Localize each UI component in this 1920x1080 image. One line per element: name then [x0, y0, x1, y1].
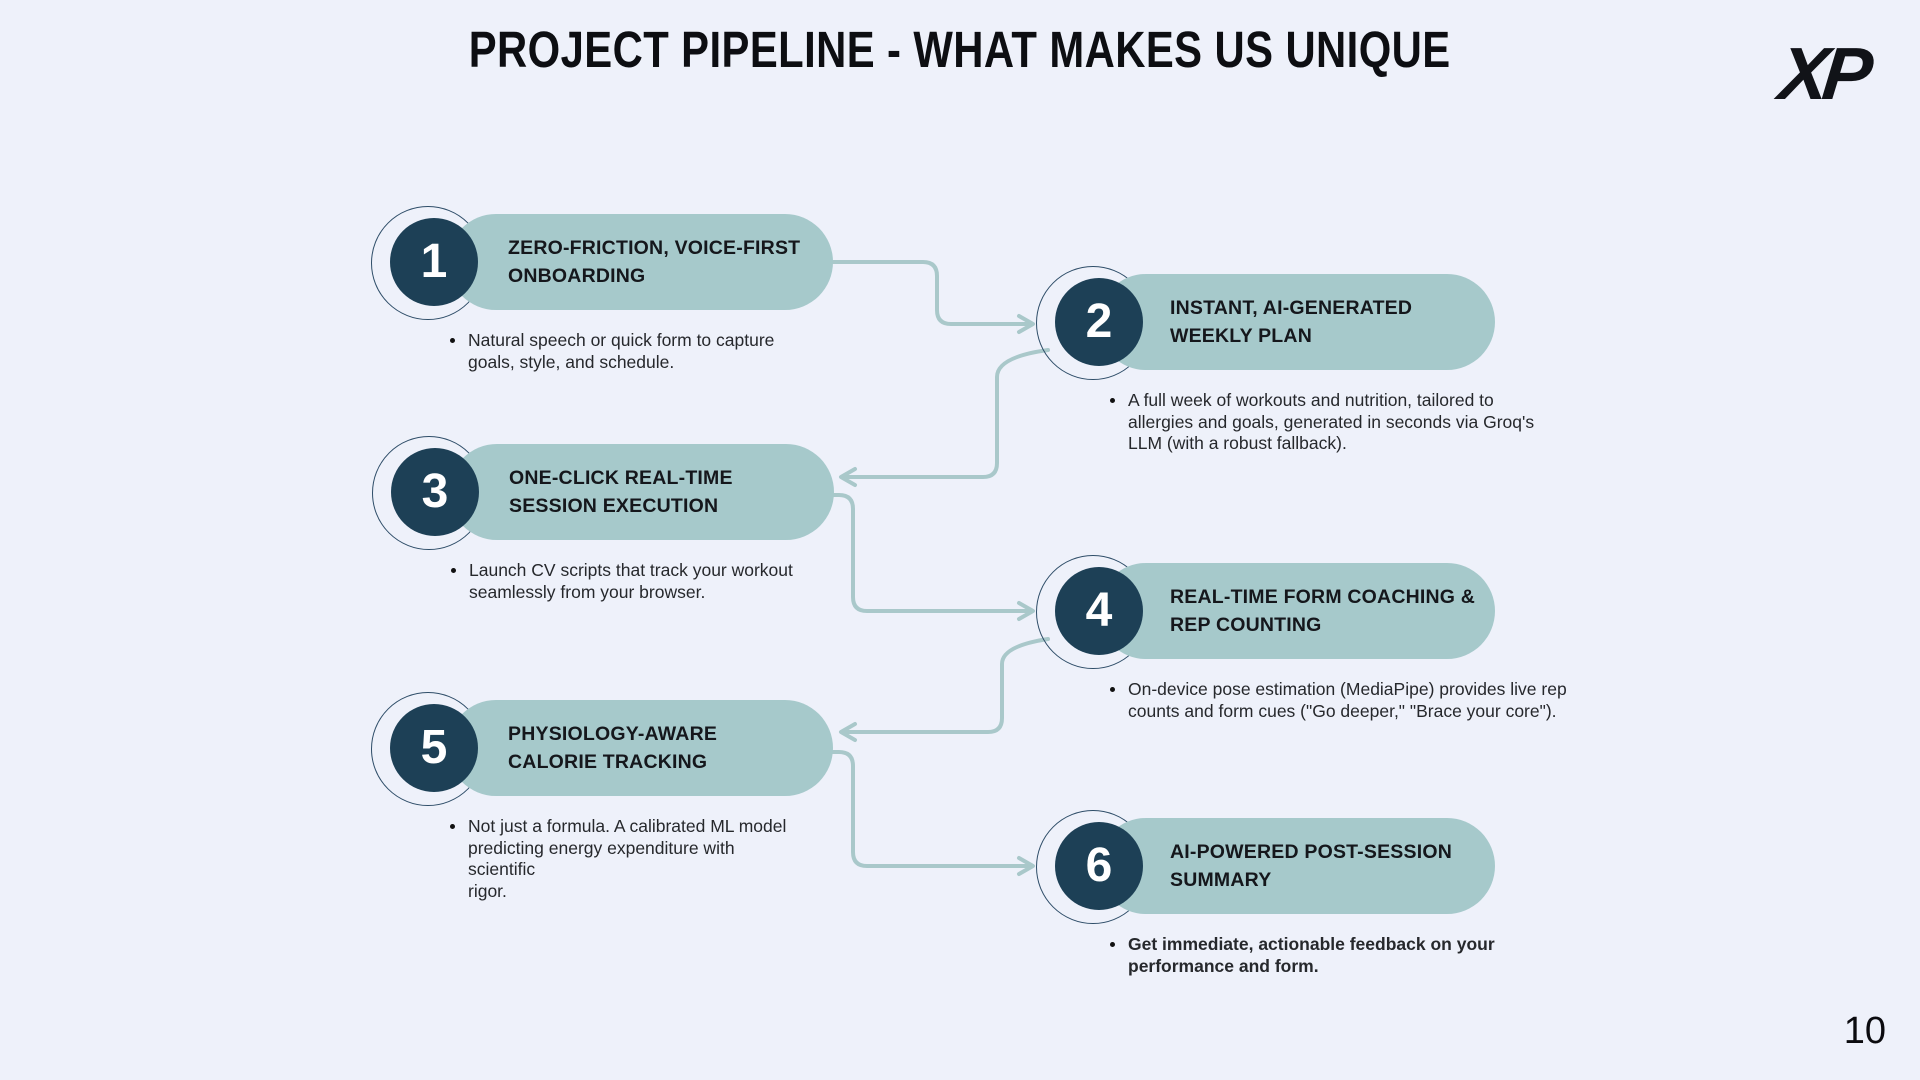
step-description: Not just a formula. A calibrated ML mode…: [450, 816, 795, 902]
page-title: PROJECT PIPELINE - WHAT MAKES US UNIQUE: [469, 21, 1451, 78]
step-description: Launch CV scripts that track your workou…: [451, 560, 796, 603]
page-number: 10: [1843, 1010, 1886, 1052]
step-title: INSTANT, AI-GENERATED WEEKLY PLAN: [1170, 297, 1413, 347]
step-pill: AI-POWERED POST-SESSION SUMMARY: [1098, 818, 1495, 914]
step-pill: PHYSIOLOGY-AWARE CALORIE TRACKING: [448, 700, 833, 796]
step-title: REAL-TIME FORM COACHING & REP COUNTING: [1170, 586, 1476, 636]
step-description: Get immediate, actionable feedback on yo…: [1110, 934, 1620, 977]
bullet-text: Not just a formula. A calibrated ML mode…: [468, 816, 787, 901]
step-number: 2: [1085, 295, 1113, 348]
step-number: 3: [421, 465, 449, 518]
bullet-dot: [451, 568, 456, 573]
step-number-badge: 6: [1055, 822, 1143, 910]
bullet-dot: [1110, 687, 1115, 692]
step-title: AI-POWERED POST-SESSION SUMMARY: [1170, 841, 1452, 891]
connector-2-3: [839, 348, 1050, 487]
step-title: ONE-CLICK REAL-TIME SESSION EXECUTION: [509, 467, 733, 517]
step-number-badge: 4: [1055, 567, 1143, 655]
step-number-badge: 3: [391, 448, 479, 536]
step-number: 6: [1085, 839, 1113, 892]
step-title: ZERO-FRICTION, VOICE-FIRST ONBOARDING: [508, 237, 801, 287]
step-number: 4: [1085, 584, 1113, 637]
step-title: PHYSIOLOGY-AWARE CALORIE TRACKING: [508, 723, 718, 773]
step-pill: ZERO-FRICTION, VOICE-FIRST ONBOARDING: [448, 214, 833, 310]
step-pill: INSTANT, AI-GENERATED WEEKLY PLAN: [1098, 274, 1495, 370]
connector-5-6: [831, 750, 1035, 876]
connector-3-4: [831, 493, 1035, 621]
bullet-dot: [450, 824, 455, 829]
step-pill: REAL-TIME FORM COACHING & REP COUNTING: [1098, 563, 1495, 659]
bullet-dot: [1110, 398, 1115, 403]
bullet-text: A full week of workouts and nutrition, t…: [1128, 390, 1535, 453]
step-description: Natural speech or quick form to capture …: [450, 330, 795, 373]
bullet-dot: [1110, 942, 1115, 947]
step-number-badge: 2: [1055, 278, 1143, 366]
step-pill: ONE-CLICK REAL-TIME SESSION EXECUTION: [449, 444, 834, 540]
bullet-dot: [450, 338, 455, 343]
step-number-badge: 5: [390, 704, 478, 792]
connector-1-2: [831, 260, 1035, 334]
bullet-text: Natural speech or quick form to capture …: [468, 330, 775, 372]
step-description: A full week of workouts and nutrition, t…: [1110, 390, 1620, 455]
step-number: 1: [420, 235, 448, 288]
bullet-text: Get immediate, actionable feedback on yo…: [1128, 934, 1495, 976]
connector-4-5: [839, 637, 1050, 742]
slide-header: PROJECT PIPELINE - WHAT MAKES US UNIQUE: [0, 20, 1920, 80]
step-number-badge: 1: [390, 218, 478, 306]
step-description: On-device pose estimation (MediaPipe) pr…: [1110, 679, 1620, 722]
bullet-text: Launch CV scripts that track your workou…: [469, 560, 793, 602]
step-number: 5: [420, 721, 448, 774]
bullet-text: On-device pose estimation (MediaPipe) pr…: [1128, 679, 1567, 721]
